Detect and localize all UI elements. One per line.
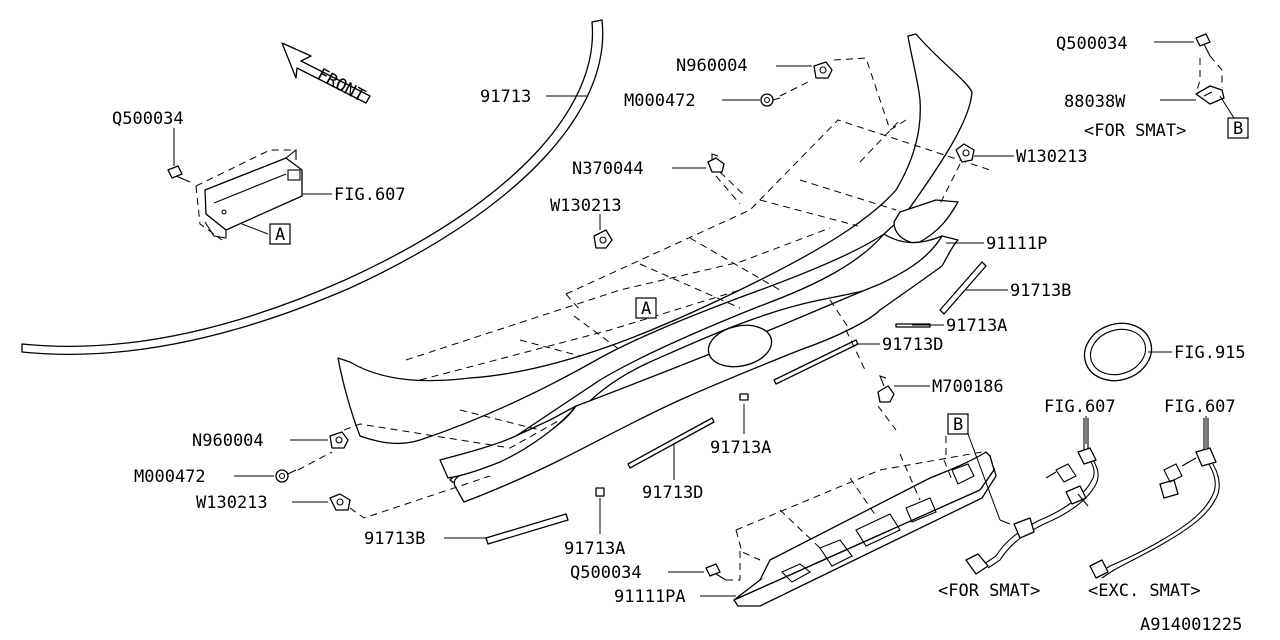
label-for-smat-top: <FOR SMAT> [1084,121,1186,141]
label-n960004-top: N960004 [676,56,748,76]
lamp-fig915 [1083,322,1153,382]
ref-box-b-mid [947,413,969,435]
label-91713b-right: 91713B [1010,281,1071,301]
label-w130213-left: W130213 [196,493,268,513]
label-fig915: FIG.915 [1174,343,1246,363]
ref-box-b-top [1227,117,1249,139]
harness-exc-smat [1089,418,1220,579]
diagram-id: A914001225 [1140,615,1242,635]
label-91713d-right: 91713D [882,335,943,355]
label-q500034-bottom: Q500034 [570,563,642,583]
label-91111pa: 91111PA [614,587,686,607]
strip-91713a-bottom [595,487,605,497]
clip-n370044-icon [707,153,725,173]
label-q500034-top-right: Q500034 [1056,34,1128,54]
clip-n960004-top-icon [813,61,833,79]
label-91713d-center: 91713D [642,483,703,503]
harness-for-smat [965,418,1099,575]
label-exc-smat: <EXC. SMAT> [1088,581,1201,601]
strip-91713b-right [939,261,987,315]
label-fig607-left: FIG.607 [334,185,406,205]
label-m000472-top: M000472 [624,91,696,111]
label-88038w: 88038W [1064,92,1126,112]
label-m700186: M700186 [932,377,1004,397]
label-91713a-right: 91713A [946,316,1007,336]
strip-91713d-center [627,417,715,469]
ref-box-a-left [269,223,291,245]
front-label: FRONT [314,65,369,107]
label-91111p: 91111P [986,234,1047,254]
bracket-88038w [1195,55,1225,105]
clip-n960004-left-icon [329,431,349,449]
label-m000472-left: M000472 [134,467,206,487]
label-91713a-center: 91713A [710,438,771,458]
label-fig607-mid: FIG.607 [1044,397,1116,417]
label-91713: 91713 [480,87,531,107]
label-n960004-left: N960004 [192,431,264,451]
nut-m000472-left-icon [275,469,297,483]
strip-91713b-left [485,513,569,545]
bolt-q500034-bottom-icon [705,563,727,581]
label-w130213-right: W130213 [1016,147,1088,167]
label-for-smat-bottom: <FOR SMAT> [938,581,1040,601]
label-w130213-center: W130213 [550,196,622,216]
label-q500034-left: Q500034 [112,109,184,129]
clip-w130213-center-icon [593,229,613,249]
bolt-q500034-top-icon [1195,33,1211,57]
control-module-left [195,148,303,241]
strip-91713a-center [739,393,749,401]
bolt-q500034-left-icon [167,165,191,183]
garnish-91111pa [733,436,997,607]
label-ref-a-center: A [641,299,651,319]
weatherstrip-91713 [21,19,604,356]
label-ref-b-top: B [1233,119,1243,139]
label-ref-b-mid: B [953,415,963,435]
label-n370044: N370044 [572,159,644,179]
clip-m700186-icon [877,375,895,403]
front-arrow-icon [281,42,371,104]
nut-m000472-top-icon [760,93,781,107]
garnish-91111p [337,33,991,503]
clip-w130213-left-icon [329,493,351,511]
ref-box-a-center [635,297,657,319]
label-ref-a-left: A [275,225,285,245]
label-91713b-left: 91713B [364,529,425,549]
clip-w130213-right-icon [955,143,975,163]
label-91713a-bottom: 91713A [564,539,625,559]
label-fig607-right: FIG.607 [1164,397,1236,417]
